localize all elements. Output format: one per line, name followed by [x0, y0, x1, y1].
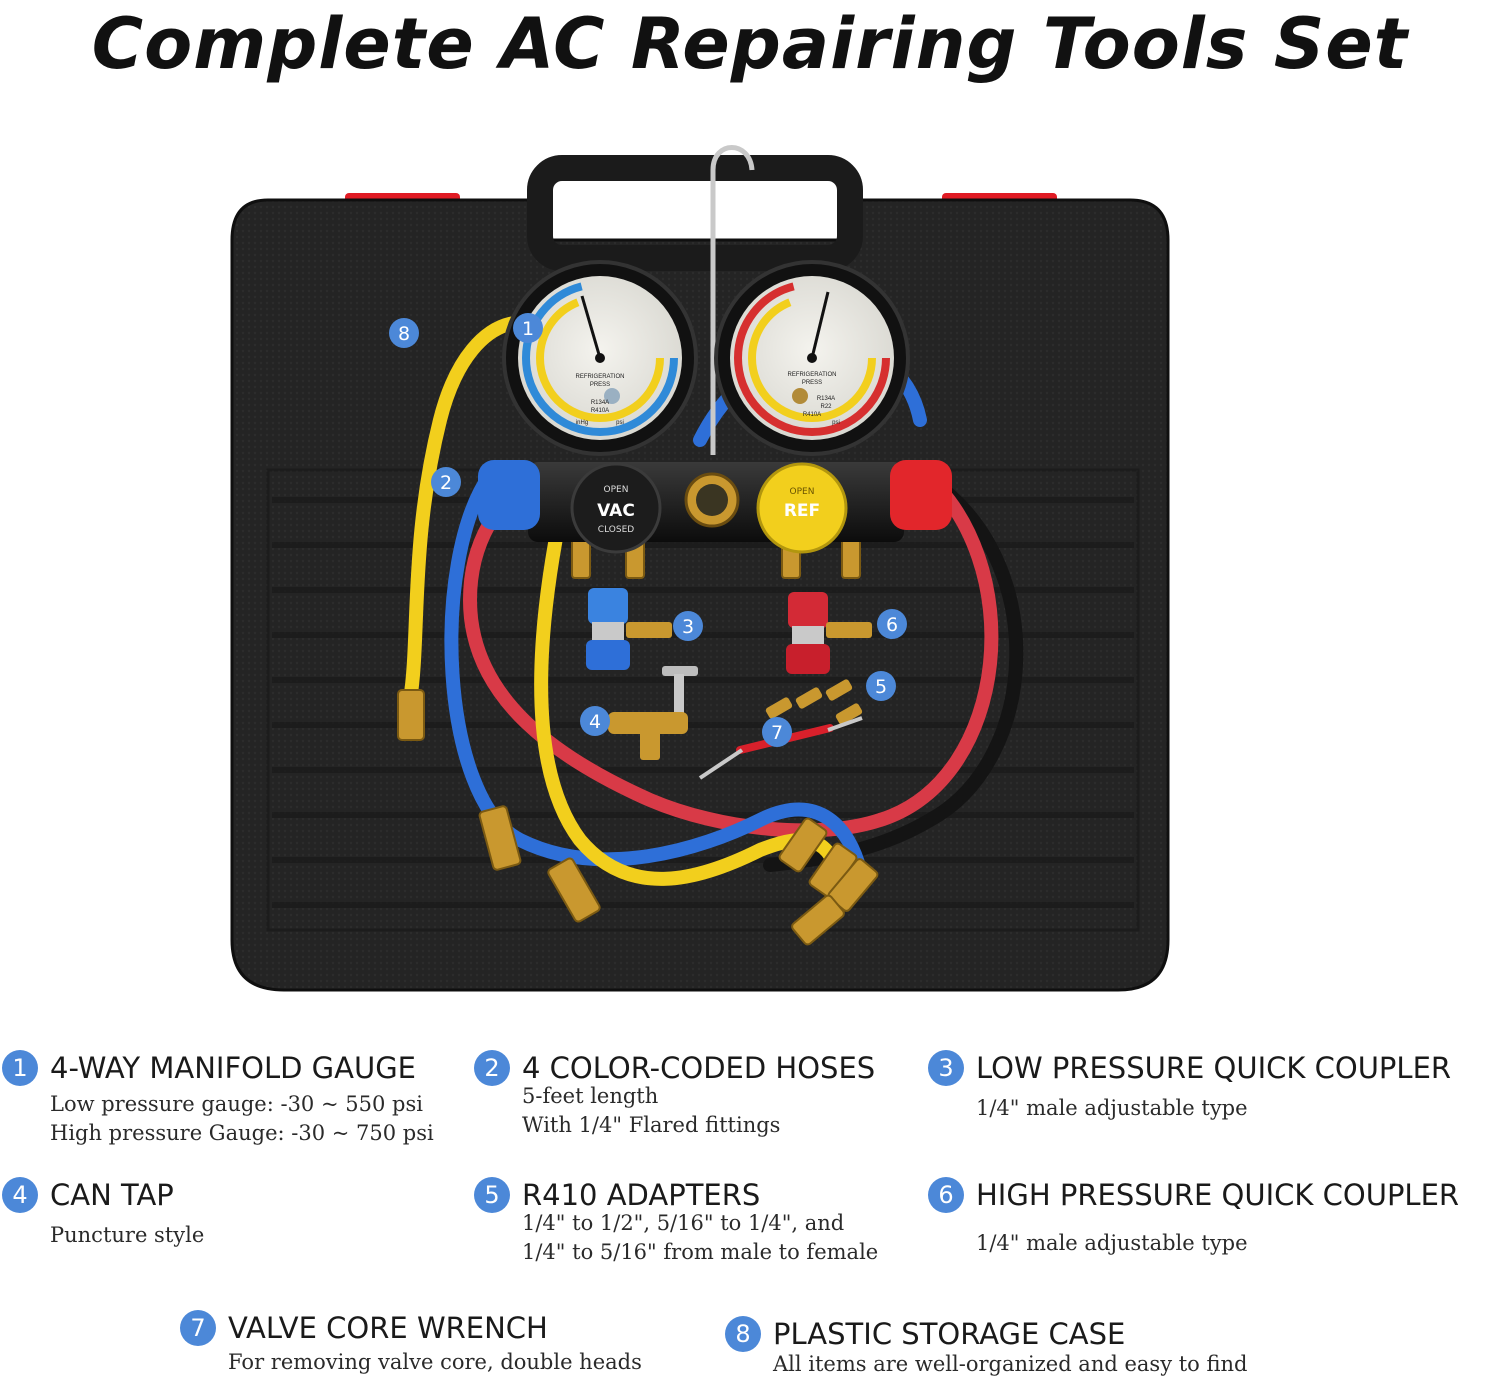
legend-title-8: PLASTIC STORAGE CASE	[773, 1317, 1126, 1351]
svg-text:8: 8	[398, 323, 410, 345]
callout-7: 7	[762, 717, 792, 747]
legend-desc-1-line-1: Low pressure gauge: -30 ~ 550 psi	[50, 1092, 423, 1116]
svg-text:3: 3	[682, 616, 694, 638]
manifold-body	[478, 460, 952, 542]
legend-badge-3: 3	[928, 1050, 964, 1086]
r410-adapters	[765, 679, 863, 725]
legend-title-7: VALVE CORE WRENCH	[228, 1311, 548, 1345]
brass-fittings	[397, 537, 879, 946]
legend-desc-2-line-2: With 1/4" Flared fittings	[522, 1113, 781, 1137]
legend-title-4: CAN TAP	[50, 1178, 174, 1212]
legend-desc-2: 5-feet length With 1/4" Flared fittings	[522, 1082, 780, 1140]
svg-text:1: 1	[522, 318, 534, 340]
ref-valve-knob[interactable]: OPEN REF	[756, 462, 848, 554]
legend-desc-6-line-1: 1/4" male adjustable type	[976, 1231, 1248, 1255]
legend-desc-5-line-2: 1/4" to 5/16" from male to female	[522, 1240, 879, 1264]
callout-5: 5	[866, 671, 896, 701]
vac-open-text: OPEN	[604, 485, 629, 495]
legend-title-3: LOW PRESSURE QUICK COUPLER	[976, 1051, 1452, 1085]
legend-title-1: 4-WAY MANIFOLD GAUGE	[50, 1051, 416, 1085]
callout-8: 8	[389, 318, 419, 348]
legend-desc-3: 1/4" male adjustable type	[976, 1094, 1248, 1123]
low-pressure-gauge: REFRIGERATION PRESS R134A R410A inHg psi	[502, 260, 698, 456]
low-gauge-text-6: psi	[616, 420, 624, 426]
high-gauge-text-3: R134A	[817, 396, 835, 402]
blue-end-cap	[478, 460, 540, 530]
vac-label: VAC	[597, 501, 635, 521]
legend-badge-2: 2	[474, 1050, 510, 1086]
product-photo: OPEN VAC CLOSED OPEN REF REFRIGERATION P…	[200, 140, 1300, 1020]
low-gauge-text-5: inHg	[576, 420, 588, 426]
page-title: Complete AC Repairing Tools Set	[91, 3, 1409, 85]
high-pressure-gauge: REFRIGERATION PRESS R134A R22 R410A psi	[714, 260, 910, 456]
legend-desc-1-line-2: High pressure Gauge: -30 ~ 750 psi	[50, 1121, 434, 1145]
legend-title-2: 4 COLOR-CODED HOSES	[522, 1051, 876, 1085]
high-gauge-text-4: R22	[820, 404, 832, 410]
low-gauge-text-3: R134A	[591, 400, 609, 406]
high-gauge-text-2: PRESS	[802, 380, 822, 386]
callout-6: 6	[877, 609, 907, 639]
svg-text:5: 5	[875, 676, 887, 698]
high-gauge-text-5: R410A	[803, 412, 821, 418]
ref-label: REF	[784, 501, 820, 521]
hose-blue	[444, 468, 867, 877]
legend-desc-7-line-1: For removing valve core, double heads	[228, 1350, 642, 1374]
svg-text:4: 4	[589, 711, 601, 733]
legend-title-6: HIGH PRESSURE QUICK COUPLER	[976, 1178, 1460, 1212]
legend-desc-2-line-1: 5-feet length	[522, 1084, 659, 1108]
low-pressure-coupler	[586, 588, 672, 670]
legend-desc-6: 1/4" male adjustable type	[976, 1229, 1248, 1258]
legend-desc-3-line-1: 1/4" male adjustable type	[976, 1096, 1248, 1120]
ref-open-text: OPEN	[790, 487, 815, 497]
legend-desc-5: 1/4" to 1/2", 5/16" to 1/4", and 1/4" to…	[522, 1209, 878, 1267]
legend-desc-7: For removing valve core, double heads	[228, 1348, 642, 1377]
hose-red	[462, 463, 999, 838]
low-gauge-text-2: PRESS	[590, 382, 610, 388]
legend-desc-8-line-1: All items are well-organized and easy to…	[773, 1352, 1248, 1376]
hanging-hook	[710, 145, 755, 455]
high-gauge-text-6: psi	[832, 420, 840, 426]
legend-desc-4-line-1: Puncture style	[50, 1223, 205, 1247]
legend-badge-8: 8	[725, 1316, 761, 1352]
legend-badge-6: 6	[928, 1177, 964, 1213]
can-tap	[608, 666, 698, 760]
legend-badge-7: 7	[180, 1310, 216, 1346]
callout-2: 2	[431, 467, 461, 497]
red-end-cap	[890, 460, 952, 530]
case-handle	[527, 155, 863, 271]
legend-badge-4: 4	[2, 1177, 38, 1213]
low-gauge-text-1: REFRIGERATION	[576, 374, 625, 380]
legend-desc-5-line-1: 1/4" to 1/2", 5/16" to 1/4", and	[522, 1211, 845, 1235]
vac-closed-text: CLOSED	[598, 525, 634, 535]
legend-badge-5: 5	[474, 1177, 510, 1213]
legend-title-5: R410 ADAPTERS	[522, 1178, 761, 1212]
callout-3: 3	[673, 611, 703, 641]
callout-4: 4	[580, 706, 610, 736]
svg-text:2: 2	[440, 472, 452, 494]
legend-badge-1: 1	[2, 1050, 38, 1086]
callout-1: 1	[513, 313, 543, 343]
legend-desc-1: Low pressure gauge: -30 ~ 550 psi High p…	[50, 1090, 434, 1148]
product-illustration: OPEN VAC CLOSED OPEN REF REFRIGERATION P…	[230, 145, 1170, 992]
low-gauge-text-4: R410A	[591, 408, 609, 414]
vac-valve-knob[interactable]: OPEN VAC CLOSED	[570, 462, 662, 554]
high-gauge-text-1: REFRIGERATION	[788, 372, 837, 378]
legend-desc-4: Puncture style	[50, 1221, 204, 1250]
svg-text:6: 6	[886, 614, 898, 636]
high-pressure-coupler	[786, 592, 872, 674]
legend-desc-8: All items are well-organized and easy to…	[773, 1350, 1247, 1379]
svg-text:7: 7	[771, 722, 783, 744]
